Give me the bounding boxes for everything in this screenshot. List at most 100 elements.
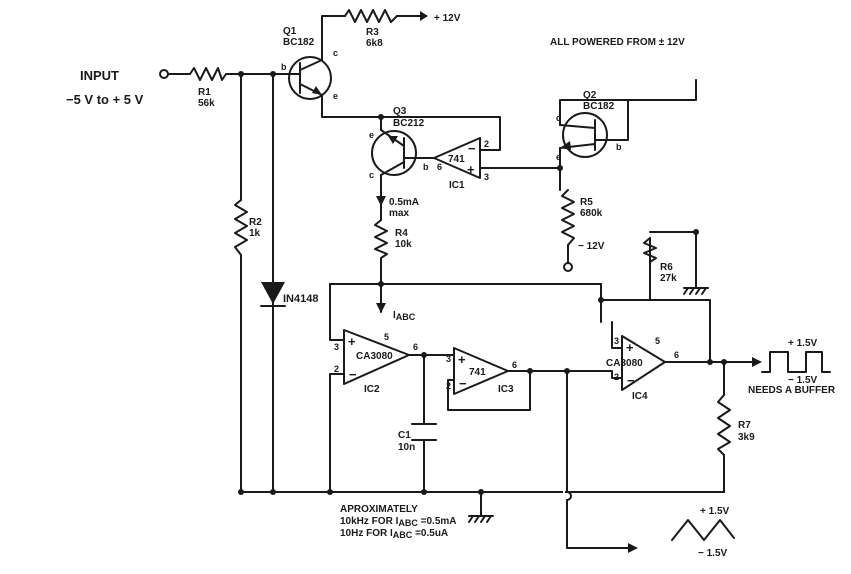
transistor-q3 [371,129,419,176]
ic1-ref: IC1 [449,180,465,191]
resistor-r2 [234,199,248,256]
r4-value: 10k [395,239,412,250]
ic1-pin2: 2 [484,139,489,149]
ic2-pin2: 2 [334,364,339,374]
r7-value: 3k9 [738,432,755,443]
ic3-plus: + [458,352,466,367]
square-wave-icon [761,351,831,373]
freq-line-1: 10kHz FOR IABC =0.5mA [340,516,457,528]
ic3-pin3: 3 [446,354,451,364]
opamp-ic1 [433,137,481,179]
q2-part: BC182 [583,101,615,112]
r5-value: 680k [580,208,603,219]
supply-minus12: − 12V [578,241,605,252]
c1-ref: C1 [398,430,411,441]
q3-pin-e: e [369,130,374,140]
ic4-pin5: 5 [655,336,660,346]
current-max-value: 0.5mA [389,197,419,208]
r6-ref: R6 [660,262,673,273]
transistor-q1 [288,56,332,100]
r1-value: 56k [198,98,215,109]
r3-value: 6k8 [366,38,383,49]
square-low-label: − 1.5V [788,375,818,386]
resistor-r1 [189,67,227,81]
current-max-label: max [389,208,409,219]
ic3-minus: − [459,376,467,391]
q3-part: BC212 [393,118,425,129]
supply-note: ALL POWERED FROM ± 12V [550,37,685,48]
ic1-pin3: 3 [484,172,489,182]
c1-value: 10n [398,442,415,453]
ic2-part: CA3080 [356,351,393,362]
q2-pin-c: c [556,113,561,123]
ic2-plus: + [348,334,356,349]
q1-pin-e: e [333,91,338,101]
resistor-r4 [374,219,388,259]
ic1-pin6: 6 [437,162,442,172]
r2-value: 1k [249,228,261,239]
approx-label: APROXIMATELY [340,504,418,515]
ic3-ref: IC3 [498,384,514,395]
resistor-r5 [561,189,575,246]
q1-pin-b: b [281,62,287,72]
r1-ref: R1 [198,87,211,98]
supply-arrow-12v [420,11,428,21]
iabc-label: IABC [393,310,416,322]
crossover-hop [563,491,572,501]
freq-line-2: 10Hz FOR IABC =0.5uA [340,528,448,540]
ic3-pin2: 2 [446,381,451,391]
r2-ref: R2 [249,217,262,228]
ic4-part: CA3080 [606,358,643,369]
q1-ref: Q1 [283,26,297,37]
ota-ic4 [621,335,666,391]
r3-ref: R3 [366,27,379,38]
q2-pin-b: b [616,142,622,152]
iabc-arrow [376,303,386,313]
needs-buffer-label: NEEDS A BUFFER [748,385,836,396]
q3-ref: Q3 [393,106,407,117]
ic4-pin3: 3 [614,336,619,346]
transistor-q2 [559,112,608,158]
neg12-terminal [563,262,573,272]
input-title: INPUT [80,68,119,83]
square-high-label: + 1.5V [788,338,818,349]
ic4-ref: IC4 [632,391,648,402]
ic1-minus: − [468,141,476,156]
triangle-low-label: − 1.5V [698,548,728,559]
ic2-pin5: 5 [384,332,389,342]
current-arrow [376,196,386,206]
ic4-minus: − [627,373,635,388]
ic2-pin3: 3 [334,342,339,352]
q2-pin-e: e [556,152,561,162]
ic2-ref: IC2 [364,384,380,395]
diode-d1 [260,279,286,313]
triangle-high-label: + 1.5V [700,506,730,517]
ic3-pin6: 6 [512,360,517,370]
resistor-r3 [344,9,398,23]
r7-ref: R7 [738,420,751,431]
ic4-plus: + [626,340,634,355]
ic1-part: 741 [448,154,465,165]
opamp-ic3 [453,347,509,395]
ic1-plus: + [467,162,475,177]
ic4-pin2: 2 [614,372,619,382]
resistor-r6 [643,237,657,263]
q2-ref: Q2 [583,90,597,101]
ground-symbol-main [468,515,494,523]
ota-ic2 [343,329,410,385]
q3-pin-b: b [423,162,429,172]
r6-value: 27k [660,273,677,284]
ground-symbol-r6 [683,287,709,295]
triangle-wave-icon [671,519,735,541]
ic3-part: 741 [469,367,486,378]
ic2-pin6: 6 [413,342,418,352]
input-range: −5 V to + 5 V [66,92,144,107]
q3-pin-c: c [369,170,374,180]
junction-dots [238,71,727,495]
r5-ref: R5 [580,197,593,208]
r4-ref: R4 [395,228,408,239]
output-arrow [752,357,762,367]
q1-pin-c: c [333,48,338,58]
input-terminal [159,69,169,79]
